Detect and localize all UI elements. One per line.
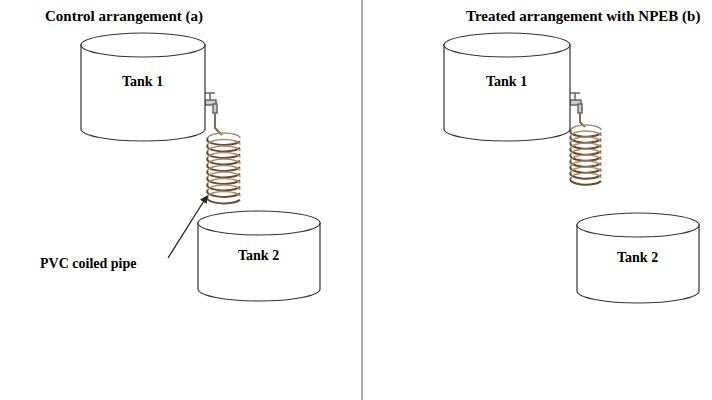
panel-heading: Control arrangement (a) xyxy=(45,8,203,25)
pipe xyxy=(215,113,222,135)
coiled-pipe xyxy=(570,125,601,185)
tank: Tank 1 xyxy=(443,32,571,142)
divider xyxy=(361,0,362,400)
faucet xyxy=(205,93,217,113)
tank: Tank 2 xyxy=(576,212,700,304)
tank-label: Tank 1 xyxy=(122,74,163,90)
coiled-pipe xyxy=(207,133,240,203)
tank: Tank 1 xyxy=(80,32,206,142)
panel-heading: Treated arrangement with NPEB (b) xyxy=(466,8,700,25)
tank-label: Tank 1 xyxy=(486,74,527,90)
part-label: PVC coiled pipe xyxy=(40,256,136,272)
tank-label: Tank 2 xyxy=(617,250,658,266)
tank-label: Tank 2 xyxy=(238,248,279,264)
faucet xyxy=(570,93,582,113)
tank: Tank 2 xyxy=(197,210,321,302)
